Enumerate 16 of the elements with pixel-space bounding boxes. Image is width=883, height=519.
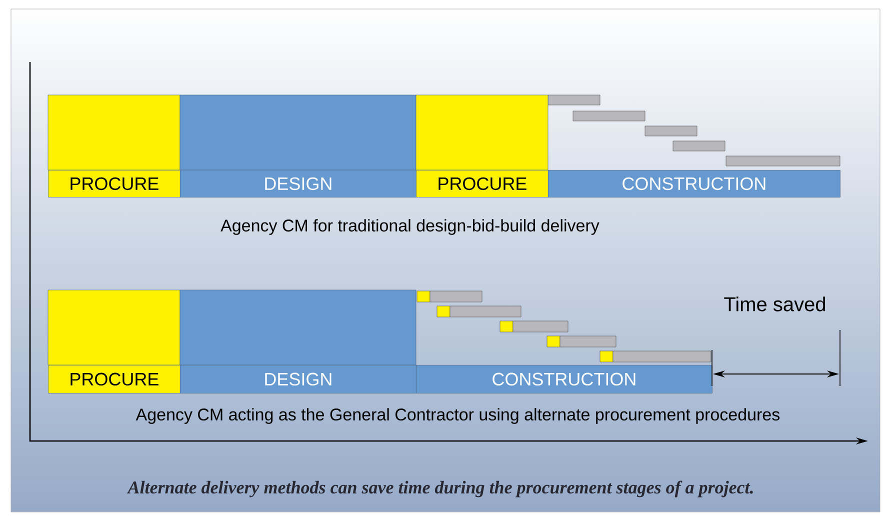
node-label: DESIGN (265, 372, 332, 386)
label-text: Time saved (724, 296, 825, 312)
label-text: Agency CM acting as the General Contractor using alternate procurement procedures (136, 408, 780, 424)
node-label: PROCURE (438, 177, 526, 190)
node-label: PROCURE (70, 372, 158, 386)
node-label: DESIGN (265, 177, 332, 190)
phase-box: DESIGN (180, 290, 416, 394)
phase-box: PROCURE (48, 290, 180, 394)
node-label: PROCURE (70, 177, 158, 190)
caption: Alternate delivery methods can save time during the procurement stages of a project. (126, 480, 753, 498)
phase-box: CONSTRUCTION (548, 170, 840, 198)
phase-box: CONSTRUCTION (416, 365, 712, 394)
phase-box: DESIGN (180, 94, 416, 198)
label-text: Agency CM for traditional design-bid-build delivery (220, 219, 600, 235)
phase-box: PROCURE (48, 94, 180, 198)
phase-box: PROCURE (416, 94, 548, 198)
